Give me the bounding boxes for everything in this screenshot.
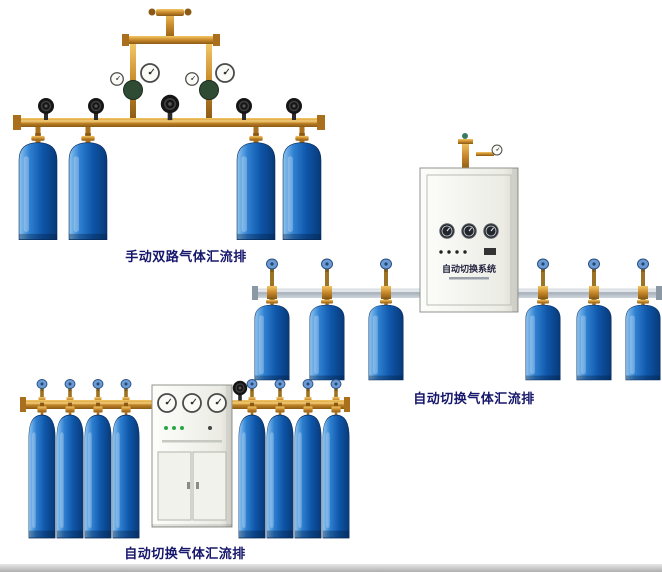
panel-gauge — [439, 223, 455, 239]
product-label-manual-dual: 手动双路气体汇流排 — [125, 250, 247, 265]
product-label-auto-bottom: 自动切换气体汇流排 — [124, 547, 246, 562]
manual-dual-manifold-illustration — [13, 8, 325, 241]
gas-cylinder — [576, 297, 612, 381]
gas-cylinder — [525, 297, 561, 381]
pressure-gauge — [207, 393, 227, 413]
gas-cylinder — [266, 402, 294, 539]
gas-cylinder — [84, 402, 112, 539]
black-handwheel-valve — [285, 97, 303, 121]
indicator-dot — [439, 250, 443, 254]
blue-handwheel-valve — [588, 258, 600, 273]
blue-handwheel-valve — [274, 379, 286, 392]
pressure-gauge — [215, 63, 235, 83]
indicator-dot — [447, 250, 451, 254]
black-handwheel-valve — [87, 97, 105, 121]
blue-handwheel-valve — [321, 258, 333, 273]
panel-gauge — [483, 223, 499, 239]
blue-handwheel-valve — [380, 258, 392, 273]
product-label-auto-right: 自动切换气体汇流排 — [413, 392, 535, 407]
manifold-main-pipe — [13, 115, 325, 130]
panel-label-line — [162, 440, 222, 443]
pressure-gauge — [182, 393, 202, 413]
gas-cylinder — [18, 132, 58, 241]
gas-cylinder — [112, 402, 140, 539]
blue-handwheel-valve — [92, 379, 104, 392]
blue-handwheel-valve — [36, 379, 48, 392]
blue-handwheel-valve — [330, 379, 342, 392]
blue-handwheel-valve — [120, 379, 132, 392]
panel-gauge — [461, 223, 477, 239]
gas-cylinder — [309, 297, 345, 381]
cabinet-subtitle-line — [449, 277, 489, 280]
gas-cylinder — [322, 402, 350, 539]
pressure-gauge — [157, 393, 177, 413]
door-handle — [187, 482, 190, 489]
control-cabinet — [151, 384, 233, 528]
gas-cylinder — [294, 402, 322, 539]
gas-cylinder — [625, 297, 661, 381]
gas-cylinder — [28, 402, 56, 539]
pressure-regulator-left — [110, 63, 160, 100]
pipe-valve-bodies — [267, 286, 648, 299]
auto-switch-manifold-right-illustration: 自动切换系统 — [252, 133, 662, 381]
black-handwheel-valve — [232, 380, 248, 402]
gas-cylinder — [236, 132, 276, 241]
bottom-page-edge — [0, 564, 662, 572]
gas-cylinder — [254, 297, 290, 381]
door-handle — [196, 482, 199, 489]
indicator-dot — [180, 426, 184, 430]
control-cabinet: 自动切换系统 — [419, 133, 519, 313]
blue-handwheel-valve — [637, 258, 649, 273]
pressure-regulator-right — [185, 63, 235, 100]
gas-cylinder — [282, 132, 322, 241]
blue-handwheel-valve — [266, 258, 278, 273]
black-handwheel-valve — [37, 97, 55, 121]
panel-switch — [484, 248, 496, 255]
indicator-dot — [164, 426, 168, 430]
pressure-gauge — [185, 72, 199, 86]
gas-cylinder — [368, 297, 404, 381]
indicator-dot — [463, 250, 467, 254]
black-handwheel-valve — [159, 93, 181, 121]
gas-cylinder — [56, 402, 84, 539]
pressure-gauge — [110, 72, 124, 86]
indicator-dot — [208, 426, 212, 430]
cabinet-door-left — [157, 451, 192, 521]
gas-cylinder — [238, 402, 266, 539]
gas-cylinder — [68, 132, 108, 241]
pressure-gauge — [491, 144, 503, 156]
blue-handwheel-valve — [64, 379, 76, 392]
indicator-dot — [172, 426, 176, 430]
indicator-dot — [455, 250, 459, 254]
pressure-gauge — [140, 63, 160, 83]
blue-handwheel-valve — [302, 379, 314, 392]
auto-switch-manifold-bottom-illustration — [20, 379, 350, 539]
cylinder-riser-valves — [266, 258, 649, 288]
blue-handwheel-valve — [537, 258, 549, 273]
blue-handwheel-valve — [246, 379, 258, 392]
cabinet-title-text: 自动切换系统 — [442, 263, 496, 275]
black-handwheel-valve — [235, 97, 253, 121]
